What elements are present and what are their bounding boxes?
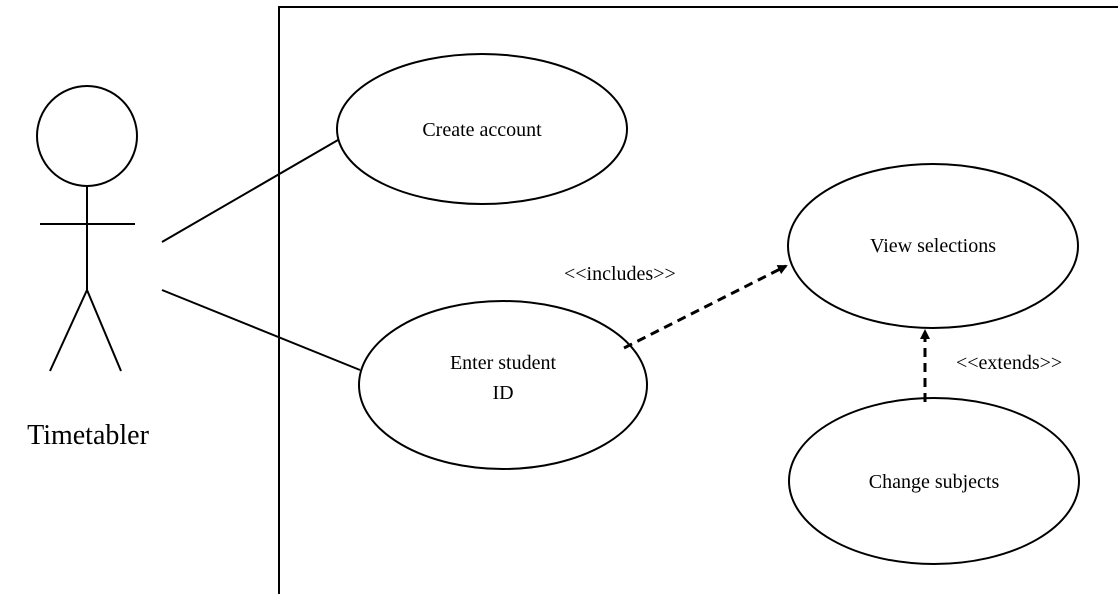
association-enter-student-id (161, 289, 361, 371)
use-case-change-subjects[interactable]: Change subjects (788, 397, 1080, 565)
use-case-label: View selections (870, 235, 996, 257)
use-case-label: Create account (422, 119, 542, 141)
extends-stereotype: <<extends>> (956, 352, 1062, 374)
actor-right-leg (86, 289, 122, 372)
use-case-label: Change subjects (869, 471, 1000, 493)
actor-head (36, 85, 138, 187)
actor-figure (36, 85, 138, 372)
use-case-create-account[interactable]: Create account (336, 53, 628, 205)
system-boundary (278, 6, 1118, 594)
includes-arrow (623, 264, 788, 350)
actor-left-leg (49, 289, 88, 372)
use-case-label-line-1: Enter student (450, 352, 557, 374)
use-case-view-selections[interactable]: View selections (787, 163, 1079, 329)
use-case-enter-student-id[interactable]: Enter student ID (358, 300, 648, 470)
use-case-label-line-2: ID (492, 382, 513, 404)
actor-name: Timetabler (27, 420, 150, 451)
includes-stereotype: <<includes>> (564, 263, 676, 285)
association-create-account (161, 139, 339, 243)
